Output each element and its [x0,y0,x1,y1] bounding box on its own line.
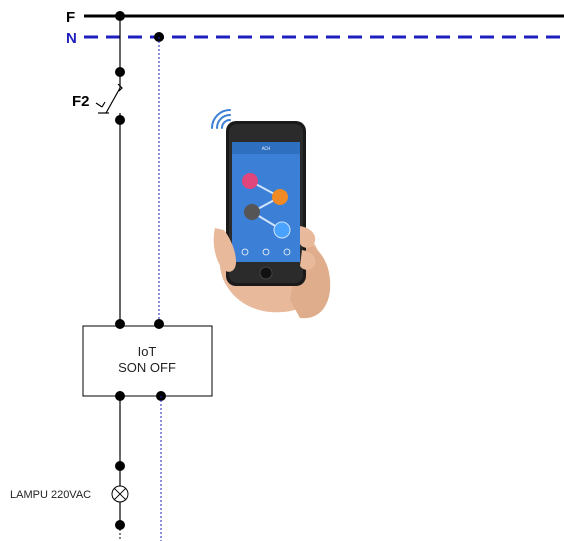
iot-sonoff-box [82,325,213,397]
device-neutral-in-terminal [154,319,164,329]
svg-text:ACH: ACH [262,146,270,151]
circuit-breaker-icon [95,72,123,120]
device-label-line1: IoT [138,344,157,359]
lamp-symbol-icon [111,485,129,503]
device-phase-in-terminal [115,319,125,329]
phase-label: F [66,9,75,26]
smartphone-app-illustration: ACH [211,109,331,319]
lamp-label: LAMPU 220VAC [10,489,91,501]
neutral-label: N [66,30,77,47]
wifi-signal-icon [211,109,231,129]
device-label-line2: SON OFF [118,360,176,375]
breaker-label: F2 [72,93,90,110]
phone-screen [232,142,300,262]
